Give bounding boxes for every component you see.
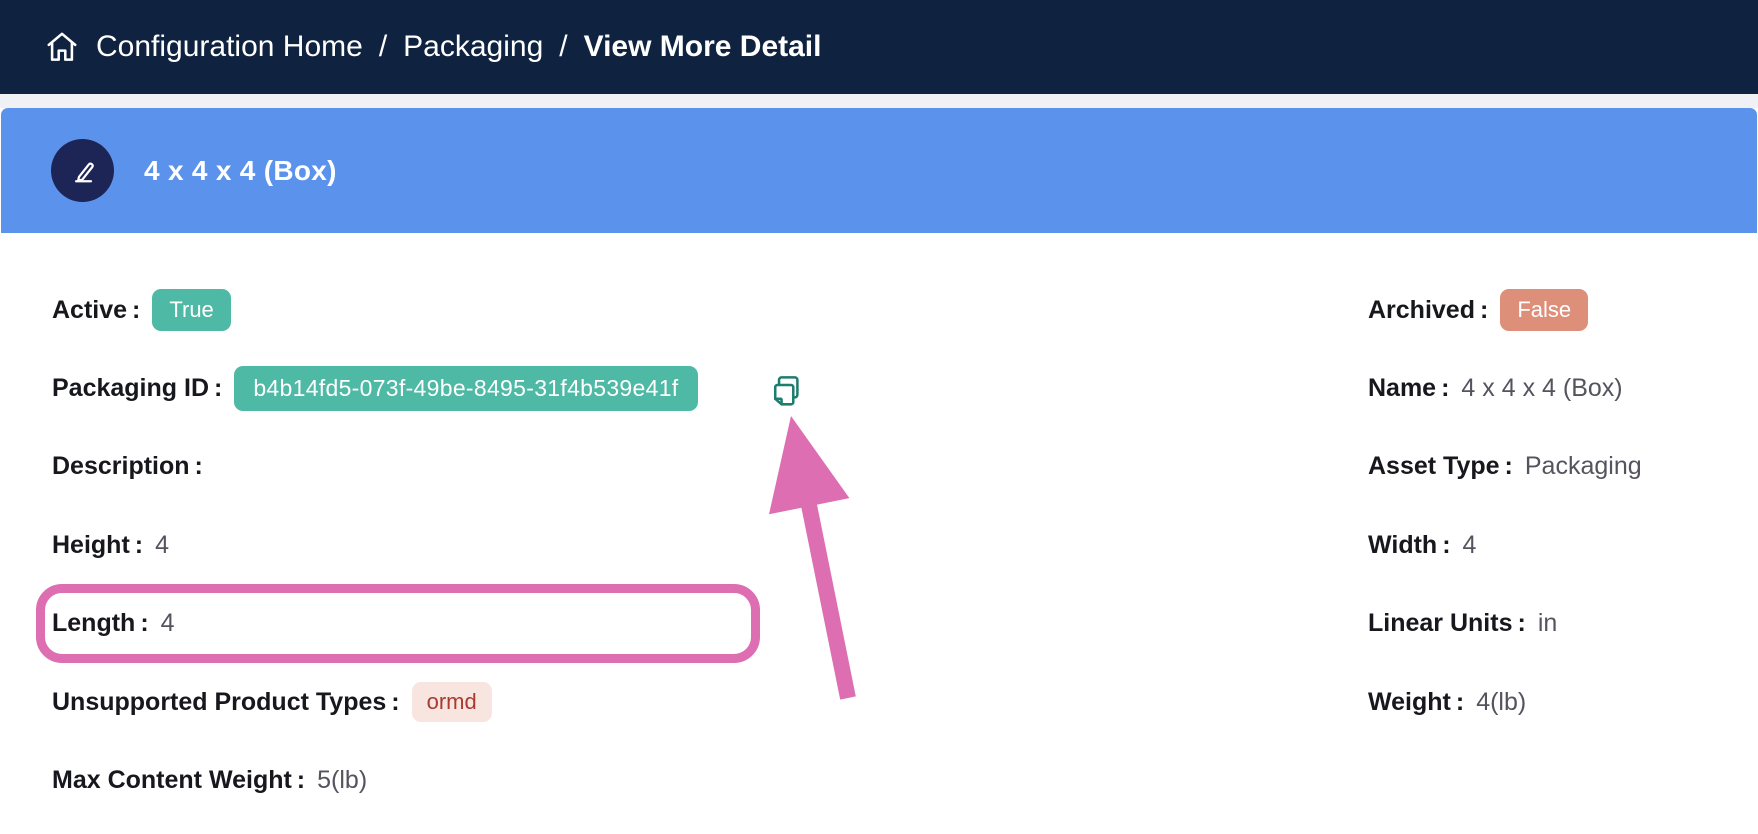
linear-units-value: in <box>1537 609 1558 638</box>
field-label-active: Active : <box>52 295 141 324</box>
breadcrumb-separator: / <box>378 30 388 63</box>
height-value: 4 <box>155 530 170 559</box>
unsupported-product-type-badge: ormd <box>411 682 492 723</box>
field-label-max-content-weight: Max Content Weight : <box>52 766 306 795</box>
detail-row-width: Width : 4 <box>1368 506 1748 584</box>
width-value: 4 <box>1462 530 1477 559</box>
field-label-packaging-id: Packaging ID : <box>52 374 223 403</box>
field-label-linear-units: Linear Units : <box>1368 609 1526 638</box>
detail-column-left: Active : True Packaging ID : b4b14fd5-07… <box>52 271 952 820</box>
asset-type-value: Packaging <box>1524 452 1642 481</box>
header-gap-strip <box>0 94 1758 108</box>
detail-row-height: Height : 4 <box>52 506 952 584</box>
breadcrumb-item-packaging[interactable]: Packaging <box>403 30 544 63</box>
detail-row-length: Length : 4 <box>52 585 952 663</box>
detail-column-right: Archived : False Name : 4 x 4 x 4 (Box) … <box>1368 271 1748 741</box>
detail-row-linear-units: Linear Units : in <box>1368 585 1748 663</box>
detail-row-archived: Archived : False <box>1368 271 1748 349</box>
detail-row-weight: Weight : 4(lb) <box>1368 663 1748 741</box>
detail-row-asset-type: Asset Type : Packaging <box>1368 428 1748 506</box>
page-title: 4 x 4 x 4 (Box) <box>144 154 337 186</box>
home-icon[interactable] <box>42 27 82 67</box>
detail-row-active: Active : True <box>52 271 952 349</box>
page-header: 4 x 4 x 4 (Box) <box>1 108 1757 233</box>
copy-icon <box>773 376 799 406</box>
field-label-asset-type: Asset Type : <box>1368 452 1513 481</box>
active-badge: True <box>152 289 231 332</box>
archived-badge: False <box>1500 289 1589 332</box>
detail-row-unsupported-product-types: Unsupported Product Types : ormd <box>52 663 952 741</box>
detail-row-name: Name : 4 x 4 x 4 (Box) <box>1368 349 1748 427</box>
length-value: 4 <box>160 609 175 638</box>
pencil-icon <box>74 162 94 182</box>
detail-row-description: Description : <box>52 428 952 506</box>
detail-row-max-content-weight: Max Content Weight : 5(lb) <box>52 741 952 819</box>
breadcrumb-item-configuration-home[interactable]: Configuration Home <box>96 30 363 63</box>
max-content-weight-value: 5(lb) <box>317 766 368 795</box>
detail-panel: Active : True Packaging ID : b4b14fd5-07… <box>0 233 1758 834</box>
name-value: 4 x 4 x 4 (Box) <box>1461 374 1623 403</box>
field-label-name: Name : <box>1368 374 1450 403</box>
copy-packaging-id-button[interactable] <box>766 371 806 411</box>
breadcrumb-separator: / <box>559 30 568 63</box>
breadcrumb-item-current: View More Detail <box>583 30 822 63</box>
packaging-id-badge: b4b14fd5-073f-49be-8495-31f4b539e41f <box>234 366 698 412</box>
edit-button[interactable] <box>51 139 114 202</box>
field-label-description: Description : <box>52 452 203 481</box>
detail-row-packaging-id: Packaging ID : b4b14fd5-073f-49be-8495-3… <box>52 349 952 427</box>
weight-value: 4(lb) <box>1476 687 1527 716</box>
field-label-archived: Archived : <box>1368 295 1489 324</box>
field-label-height: Height : <box>52 530 144 559</box>
field-label-length: Length : <box>52 609 149 638</box>
breadcrumb: Configuration Home / Packaging / View Mo… <box>0 0 1758 94</box>
field-label-weight: Weight : <box>1368 687 1465 716</box>
field-label-width: Width : <box>1368 530 1451 559</box>
field-label-unsupported-product-types: Unsupported Product Types : <box>52 687 400 716</box>
